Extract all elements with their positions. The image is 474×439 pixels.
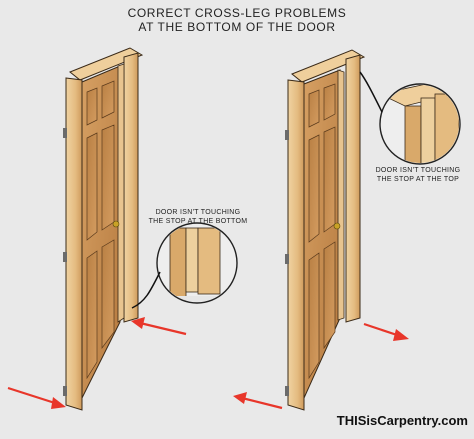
hinge-icon — [63, 252, 67, 262]
right-door-knob-icon — [333, 222, 341, 230]
hinge-icon — [285, 254, 289, 264]
title-line-2: at the Bottom of the Door — [138, 20, 336, 34]
left-door-knob-icon — [112, 220, 120, 228]
arrow-right-icon — [51, 397, 66, 409]
left-callout-line-2: the stop at the bottom — [148, 218, 248, 225]
title-line-1: Correct Cross-Leg Problems — [127, 6, 347, 20]
left-hinge-jamb — [65, 77, 83, 411]
hinge-icon — [285, 130, 289, 140]
right-arrows — [233, 322, 409, 410]
right-callout-text: Door isn't touching the stop at the top — [366, 166, 470, 184]
right-detail-callout — [359, 71, 461, 165]
right-hinge-jamb — [287, 79, 305, 411]
arrow-left-icon — [233, 392, 247, 404]
brand-logo-text: THISisCarpentry.com — [336, 413, 468, 428]
right-callout-line-2: the stop at the top — [376, 176, 460, 183]
hinge-icon — [63, 128, 67, 138]
left-detail-callout — [131, 222, 238, 309]
left-strike-jamb — [123, 52, 139, 323]
left-callout-line-1: Door isn't touching — [155, 209, 241, 216]
hinge-icon — [285, 386, 289, 396]
arrow-left-icon — [131, 317, 145, 329]
right-callout-line-1: Door isn't touching — [375, 167, 461, 174]
left-arrows — [7, 317, 187, 409]
arrow-right-icon — [393, 329, 409, 341]
left-door-assembly — [63, 47, 144, 411]
right-door-assembly — [285, 49, 366, 411]
diagram-title: Correct Cross-Leg Problems at the Bottom… — [0, 6, 474, 34]
hinge-icon — [63, 386, 67, 396]
left-callout-text: Door isn't touching the stop at the bott… — [148, 208, 248, 226]
right-strike-jamb — [345, 54, 361, 323]
